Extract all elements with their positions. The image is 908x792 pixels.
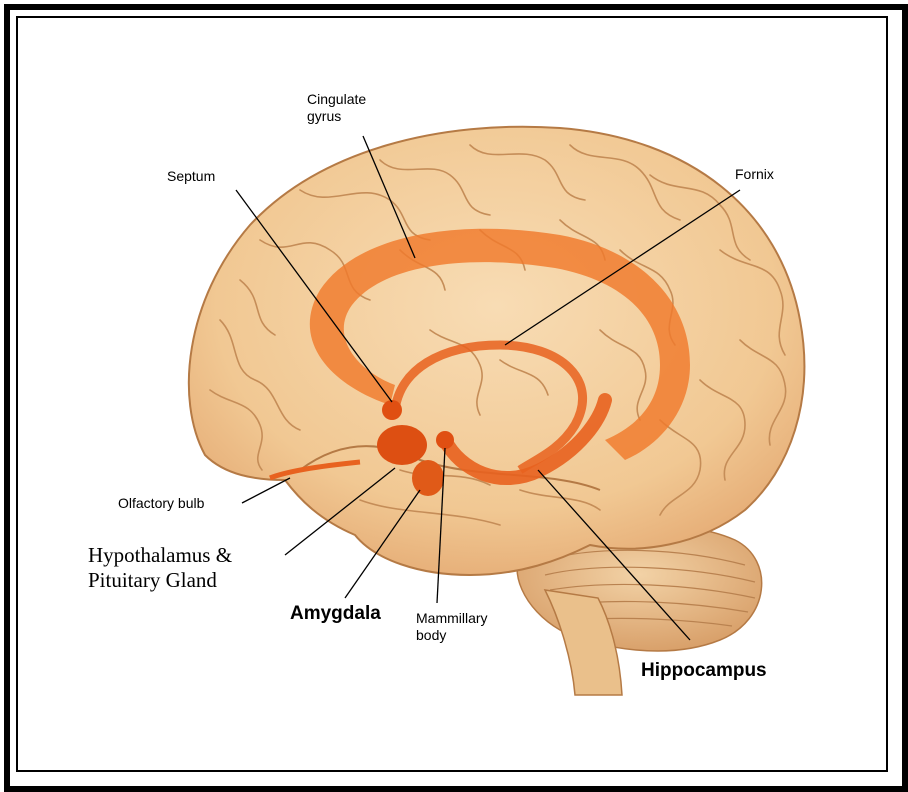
- mammillary-node: [436, 431, 454, 449]
- label-septum: Septum: [167, 168, 215, 185]
- label-hypothalamus: Hypothalamus & Pituitary Gland: [88, 543, 232, 593]
- hypothalamus-node: [377, 425, 427, 465]
- label-olfactory-bulb: Olfactory bulb: [118, 495, 204, 512]
- label-fornix: Fornix: [735, 166, 774, 183]
- septum-node: [382, 400, 402, 420]
- cerebrum: [189, 127, 805, 575]
- label-mammillary-body: Mammillary body: [416, 610, 488, 644]
- label-hypothalamus-line1: Hypothalamus &: [88, 543, 232, 568]
- label-hippocampus: Hippocampus: [641, 660, 767, 683]
- label-cingulate-gyrus: Cingulate gyrus: [307, 91, 366, 125]
- label-cingulate-gyrus-line1: Cingulate: [307, 91, 366, 108]
- label-mammillary-body-line1: Mammillary: [416, 610, 488, 627]
- amygdala-node: [412, 460, 444, 496]
- label-hypothalamus-line2: Pituitary Gland: [88, 568, 232, 593]
- label-mammillary-body-line2: body: [416, 627, 488, 644]
- label-amygdala: Amygdala: [290, 603, 381, 626]
- label-cingulate-gyrus-line2: gyrus: [307, 108, 366, 125]
